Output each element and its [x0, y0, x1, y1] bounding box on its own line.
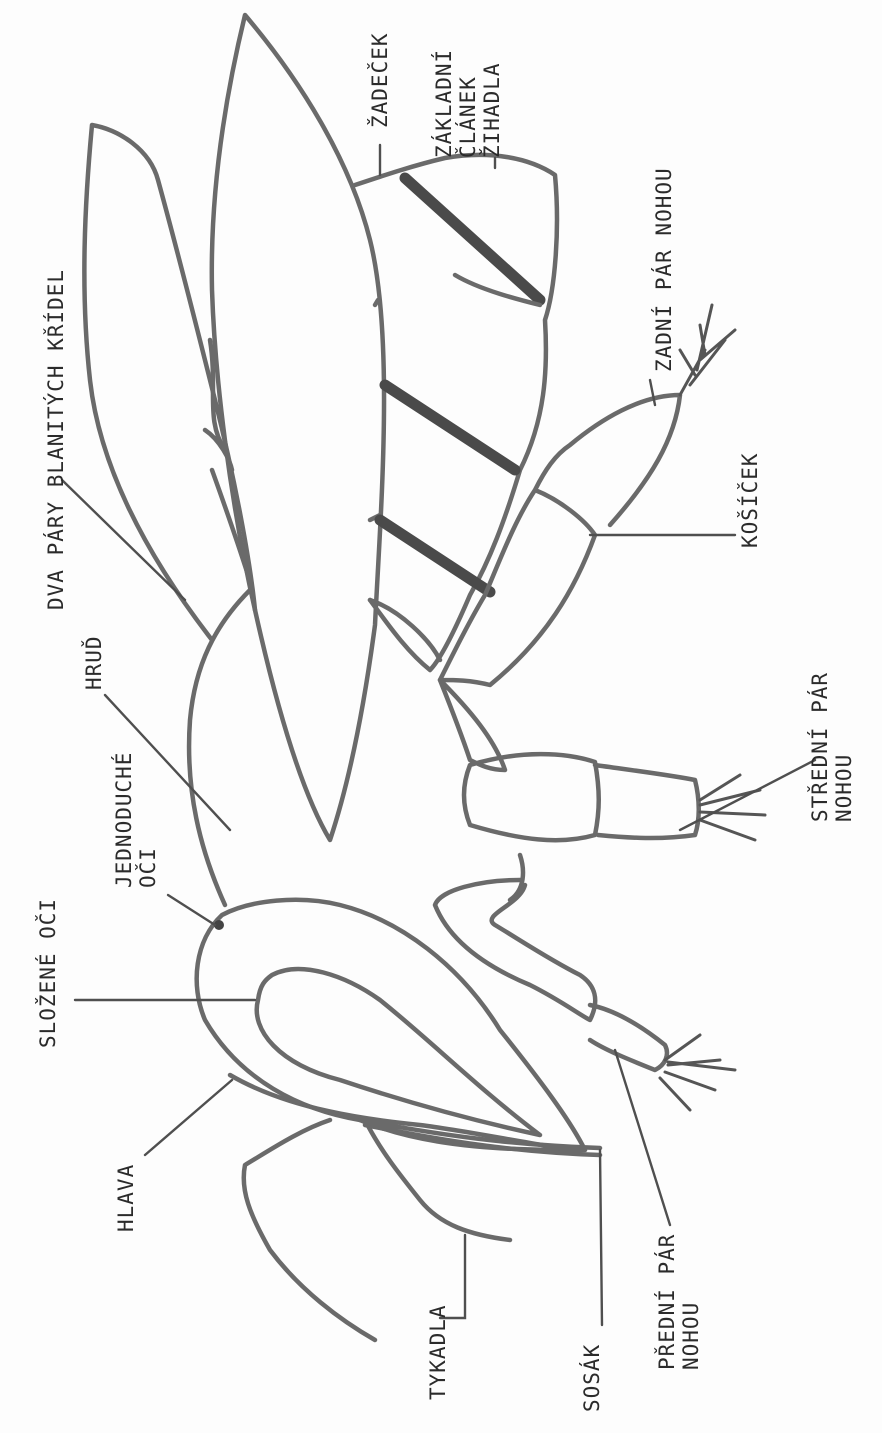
thorax	[189, 590, 440, 905]
front-leg-bristles	[660, 1035, 735, 1110]
label-compound-eyes: SLOŽENÉ OČI	[36, 898, 60, 1048]
label-proboscis: SOSÁK	[580, 1344, 604, 1412]
label-antennae: TYKADLA	[426, 1304, 450, 1400]
abdomen-segment	[370, 300, 380, 520]
label-two-pairs-of-wings: DVA PÁRY BLANITÝCH KŘÍDEL	[44, 269, 68, 610]
antenna-1	[244, 1120, 375, 1340]
label-sting-base-segment: ZÁKLADNÍ ČLÁNEK ŽIHADLA	[432, 49, 504, 158]
label-thorax: HRUĎ	[82, 635, 106, 690]
middle-leg	[464, 754, 699, 840]
compound-eye-shape	[257, 969, 540, 1135]
abdomen-segment-band-3	[380, 520, 490, 592]
abdomen-segment-band-2	[385, 385, 515, 470]
middle-leg-bristles	[700, 775, 765, 840]
head	[197, 900, 585, 1150]
leader-sosak	[600, 1150, 602, 1325]
label-front-legs: PŘEDNÍ PÁR NOHOU	[655, 1234, 703, 1370]
leader-jednoduche	[168, 895, 215, 925]
label-middle-legs: STŘEDNÍ PÁR NOHOU	[808, 672, 856, 822]
hind-wing	[84, 125, 255, 640]
label-head: HLAVA	[114, 1164, 138, 1232]
hind-leg-bristles	[680, 305, 735, 395]
front-leg	[435, 880, 595, 1020]
front-leg-tarsus	[590, 1005, 667, 1070]
leader-stredni	[680, 760, 815, 830]
leader-predni-par	[615, 1050, 670, 1225]
label-simple-eyes: JEDNODUCHÉ OČI	[112, 752, 160, 888]
label-abdomen: ŽADEČEK	[368, 32, 392, 128]
label-hind-legs: ZADNÍ PÁR NOHOU	[652, 167, 676, 372]
fore-wing	[212, 15, 384, 840]
label-pollen-basket: KOŠÍČEK	[738, 452, 762, 548]
leader-hlava	[145, 1080, 232, 1155]
